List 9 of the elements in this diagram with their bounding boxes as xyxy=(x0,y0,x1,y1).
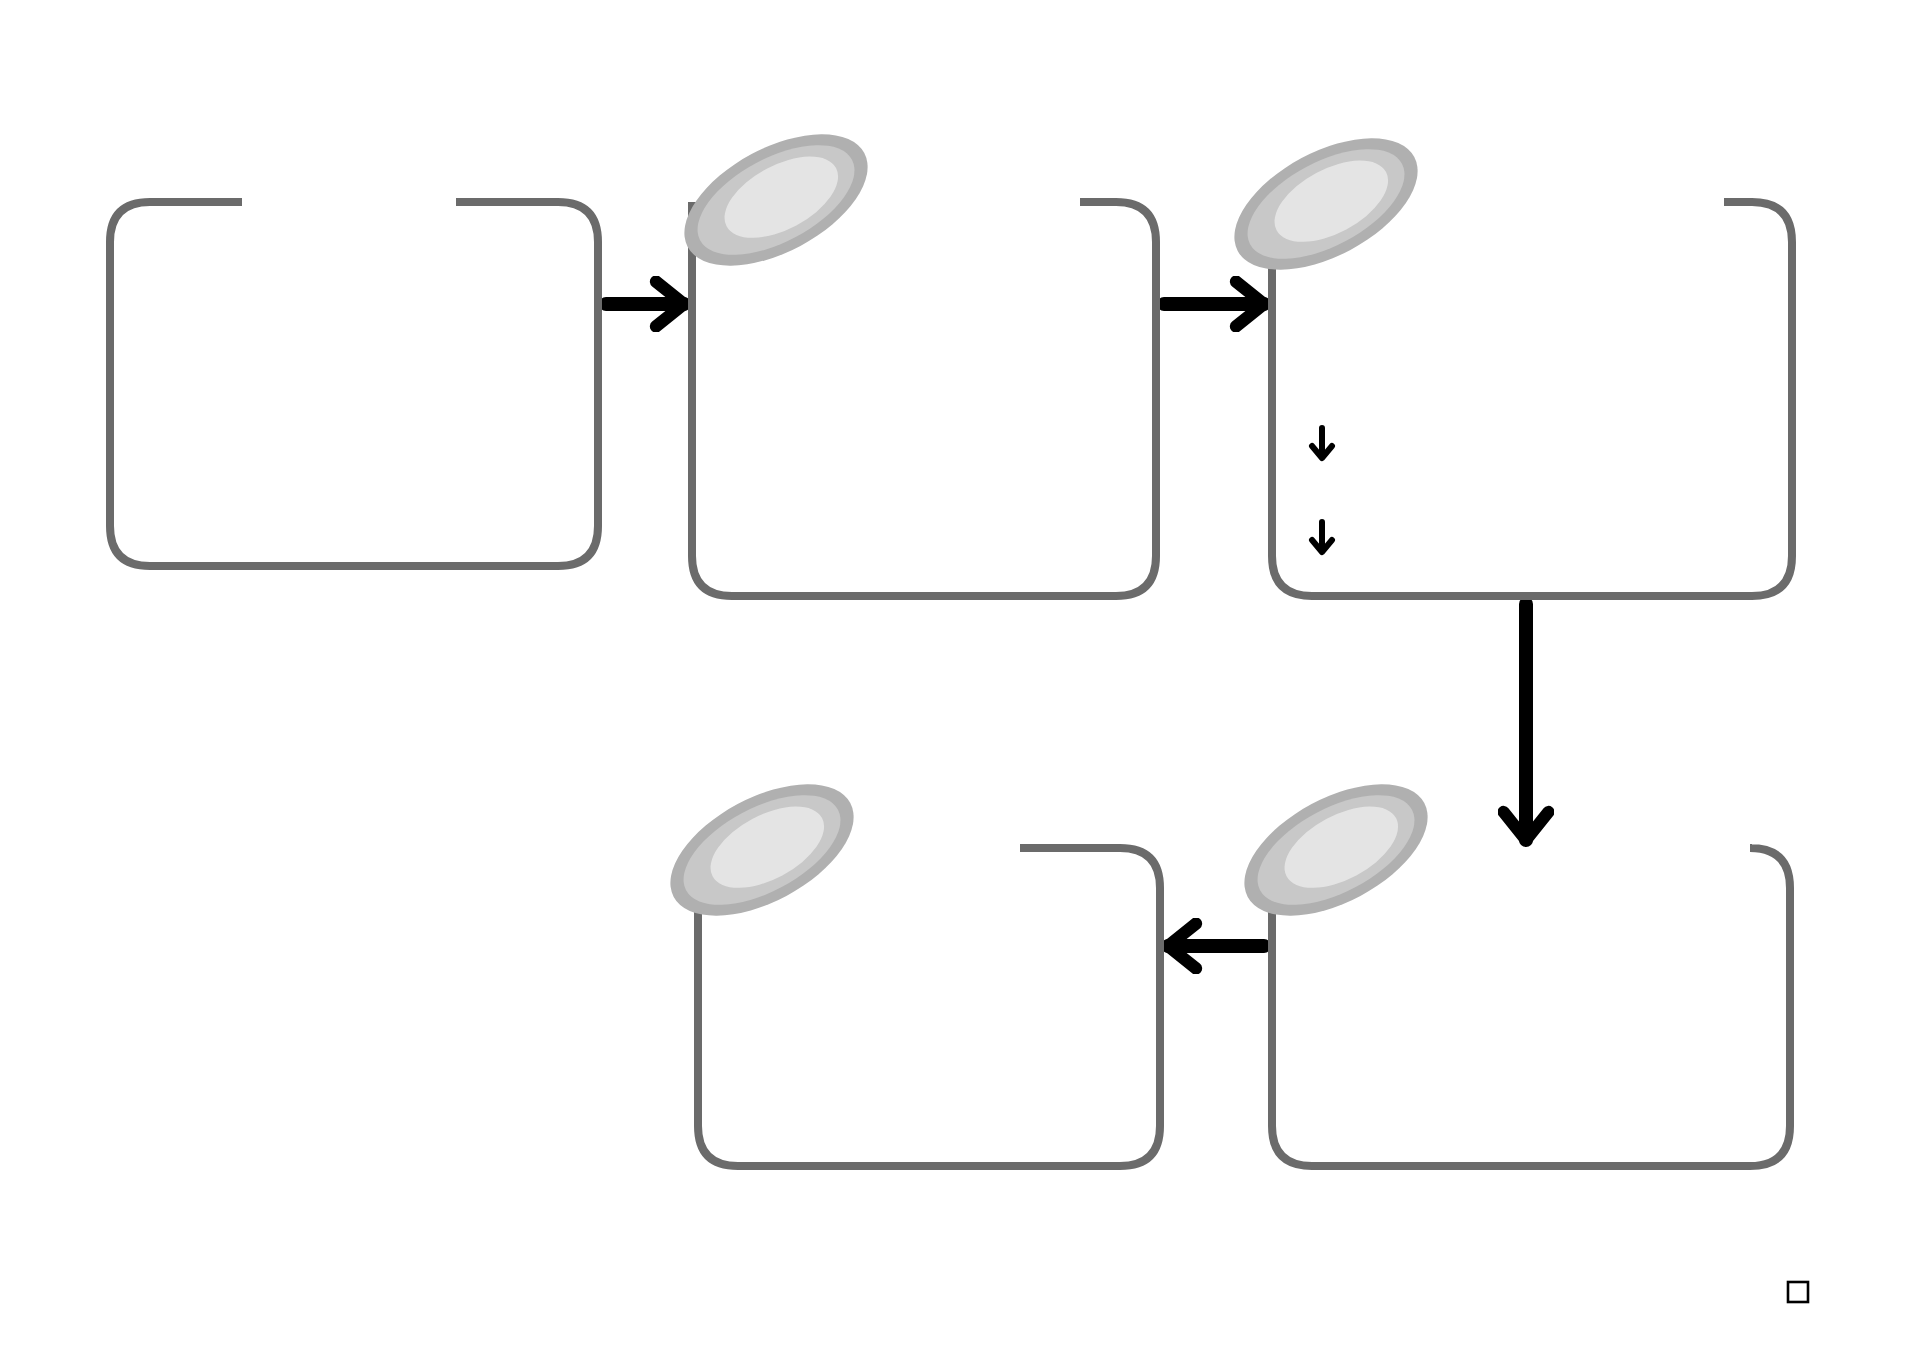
arrow xyxy=(599,275,691,333)
arrow xyxy=(1497,597,1555,847)
process-box xyxy=(692,202,1156,596)
arrow xyxy=(1157,275,1271,333)
process-box xyxy=(698,848,1160,1166)
arrow xyxy=(1161,917,1271,975)
process-box xyxy=(1272,848,1790,1166)
process-box xyxy=(110,202,598,566)
process-box xyxy=(1272,202,1792,596)
